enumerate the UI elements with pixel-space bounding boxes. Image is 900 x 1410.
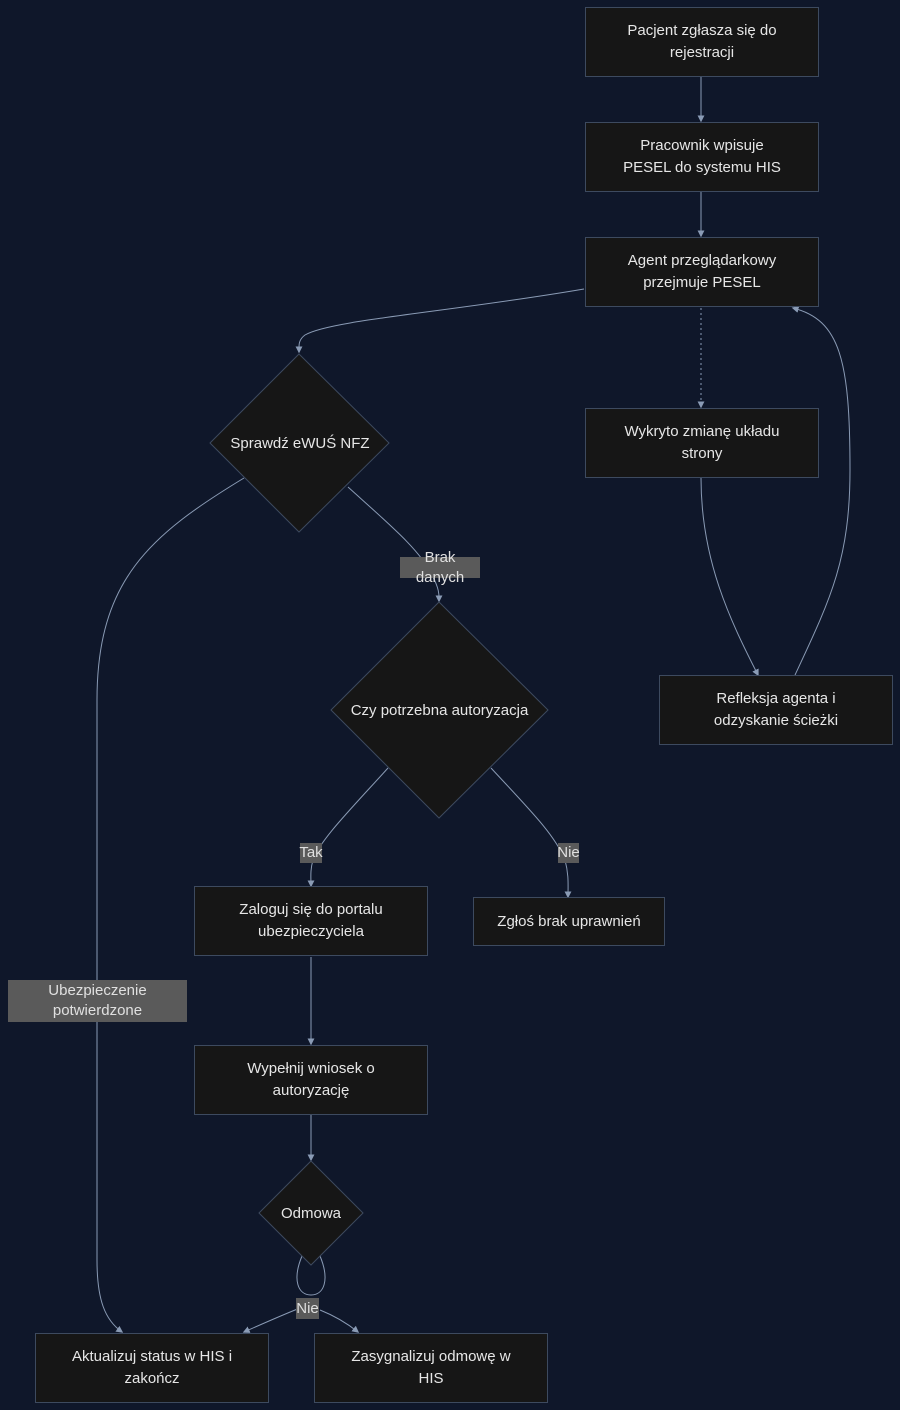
edge-label-no-data: Brak danych — [400, 549, 480, 586]
edge-ewus-to-update — [96, 477, 245, 1333]
edge-auth-to-login — [307, 767, 389, 888]
edge-reflection-to-agent — [791, 305, 851, 676]
edge-agent-to-ewus — [295, 288, 585, 354]
edge-label-yes: Tak — [299, 843, 323, 863]
edge-layout-to-reflection — [700, 477, 759, 677]
node-layout-change: Wykryto zmianę układu strony — [585, 408, 819, 478]
refusal-diamond-shape — [258, 1160, 364, 1266]
node-fill-request: Wypełnij wniosek o autoryzację — [194, 1045, 428, 1115]
edge-label-insurance-confirmed: Ubezpieczenie potwierdzone — [8, 980, 187, 1022]
node-login-portal: Zaloguj się do portalu ubezpieczyciela — [194, 886, 428, 956]
ewus-diamond-shape — [209, 353, 390, 533]
node-auth-needed: Czy potrzebna autoryzacja — [350, 701, 529, 719]
node-report-no-rights: Zgłoś brak uprawnień — [473, 897, 665, 946]
edge-refusal-loop — [296, 1255, 326, 1296]
node-agent-takes-pesel: Agent przeglądarkowy przejmuje PESEL — [585, 237, 819, 307]
node-signal-refusal: Zasygnalizuj odmowę w HIS — [314, 1333, 548, 1403]
node-agent-reflection: Refleksja agenta i odzyskanie ścieżki — [659, 675, 893, 745]
node-check-ewus: Sprawdź eWUŚ NFZ — [230, 434, 370, 452]
edge-label-no-refusal: Nie — [296, 1298, 319, 1319]
edge-refusal-to-update — [242, 1307, 301, 1333]
edge-label-no-rights: Nie — [557, 843, 580, 863]
node-staff-enters-pesel: Pracownik wpisuje PESEL do systemu HIS — [585, 122, 819, 192]
auth-diamond-shape — [330, 601, 549, 819]
node-refusal: Odmowa — [280, 1204, 342, 1222]
edge-refusal-to-signal — [319, 1309, 360, 1333]
node-update-status: Aktualizuj status w HIS i zakończ — [35, 1333, 269, 1403]
node-patient-registers: Pacjent zgłasza się do rejestracji — [585, 7, 819, 77]
edge-auth-to-report — [490, 767, 572, 899]
